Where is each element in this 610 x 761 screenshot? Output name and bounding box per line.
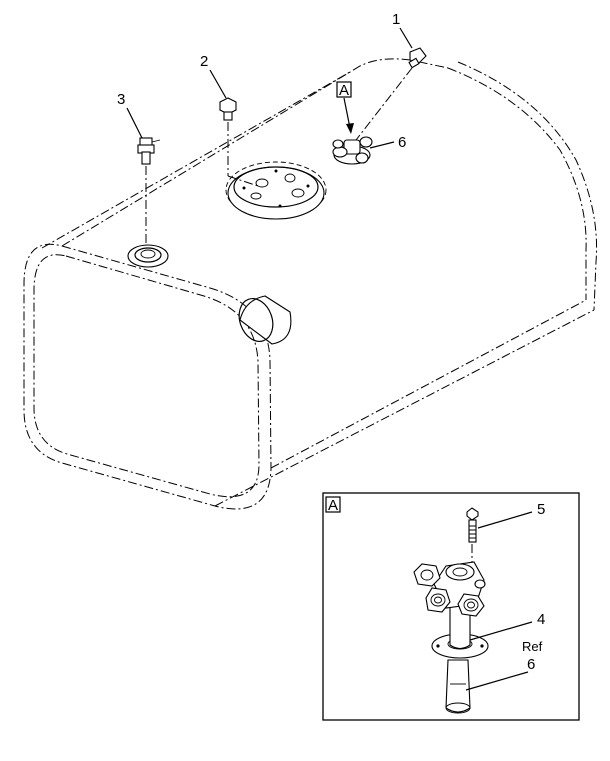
- part-3-fitting: [137, 137, 161, 165]
- leader-6-main: [369, 141, 395, 149]
- view-a-label-detail: A: [328, 497, 338, 514]
- callout-2: 2: [200, 53, 208, 70]
- detail-view-a: A: [322, 492, 580, 721]
- fuel-tank: [23, 58, 598, 510]
- leader-4: [469, 621, 533, 641]
- leader-1: [399, 27, 413, 49]
- callout-3: 3: [117, 91, 125, 108]
- leader-5: [477, 511, 533, 529]
- part-1-vent-fitting: [408, 47, 427, 69]
- part-2-plug: [219, 97, 237, 121]
- view-a-marker-main: A: [336, 81, 354, 134]
- callout-6-main: 6: [398, 134, 406, 151]
- callout-ref: Ref: [522, 639, 543, 654]
- callout-6-detail: 6: [527, 656, 535, 673]
- view-a-label-main: A: [339, 82, 349, 99]
- sender-mounting-plate: [225, 161, 327, 220]
- callout-4: 4: [537, 611, 545, 628]
- leader-3: [126, 107, 143, 139]
- part-6-pickup-detail: [413, 561, 489, 714]
- filler-neck: [238, 295, 292, 345]
- callout-5: 5: [537, 501, 545, 518]
- callout-1: 1: [392, 11, 400, 28]
- leader-6-detail: [465, 671, 529, 691]
- leader-2: [209, 69, 227, 99]
- tank-port: [127, 244, 169, 268]
- part-6-pickup-main: [332, 136, 373, 165]
- part-5-bolt: [466, 507, 479, 543]
